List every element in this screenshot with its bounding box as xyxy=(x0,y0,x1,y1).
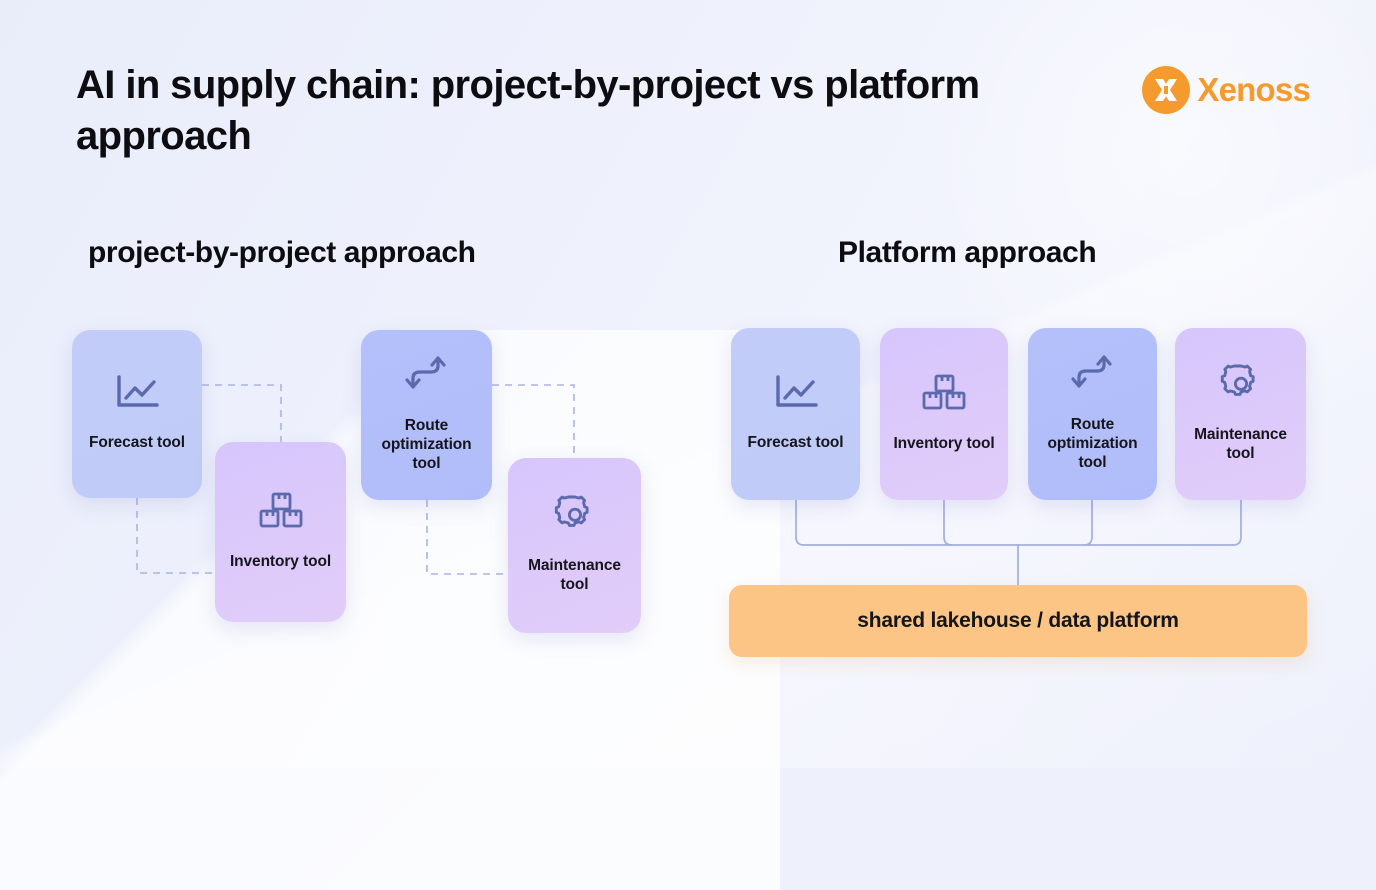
card-forecast-tool-right[interactable]: Forecast tool xyxy=(731,328,860,500)
card-label: Route optimization tool xyxy=(381,417,472,472)
card-inventory-tool-left[interactable]: Inventory tool xyxy=(215,442,346,622)
card-maintenance-tool-left[interactable]: Maintenance tool xyxy=(508,458,641,633)
card-label: Maintenance tool xyxy=(528,557,621,593)
card-inventory-tool-right[interactable]: Inventory tool xyxy=(880,328,1008,500)
card-route-optimization-tool-left[interactable]: Route optimization tool xyxy=(361,330,492,500)
zigzag-arrows-icon xyxy=(1067,351,1119,402)
gear-icon xyxy=(551,492,599,543)
shared-platform-bar[interactable]: shared lakehouse / data platform xyxy=(729,585,1307,657)
card-forecast-tool-left[interactable]: Forecast tool xyxy=(72,330,202,498)
card-label: Inventory tool xyxy=(229,553,332,571)
line-chart-icon xyxy=(770,371,822,420)
zigzag-arrows-icon xyxy=(401,352,453,403)
card-route-optimization-tool-right[interactable]: Route optimization tool xyxy=(1028,328,1157,500)
card-label: Maintenance tool xyxy=(1194,425,1287,462)
line-chart-icon xyxy=(111,371,163,420)
shared-platform-label: shared lakehouse / data platform xyxy=(857,609,1179,632)
brand-logo: Xenoss xyxy=(1142,66,1311,114)
xenoss-x-mark-icon xyxy=(1142,66,1191,114)
card-label: Inventory tool xyxy=(893,435,995,453)
stacked-boxes-icon xyxy=(918,370,970,421)
card-label: Forecast tool xyxy=(747,434,844,452)
card-label: Forecast tool xyxy=(88,434,186,452)
gear-icon xyxy=(1217,361,1265,412)
brand-wordmark: Xenoss xyxy=(1197,71,1310,108)
section-heading-project-by-project: project-by-project approach xyxy=(88,236,476,269)
section-heading-platform: Platform approach xyxy=(838,236,1097,269)
card-label: Route optimization tool xyxy=(1047,416,1138,471)
page-title: AI in supply chain: project-by-project v… xyxy=(76,63,980,159)
card-maintenance-tool-right[interactable]: Maintenance tool xyxy=(1175,328,1306,500)
stacked-boxes-icon xyxy=(255,488,307,539)
